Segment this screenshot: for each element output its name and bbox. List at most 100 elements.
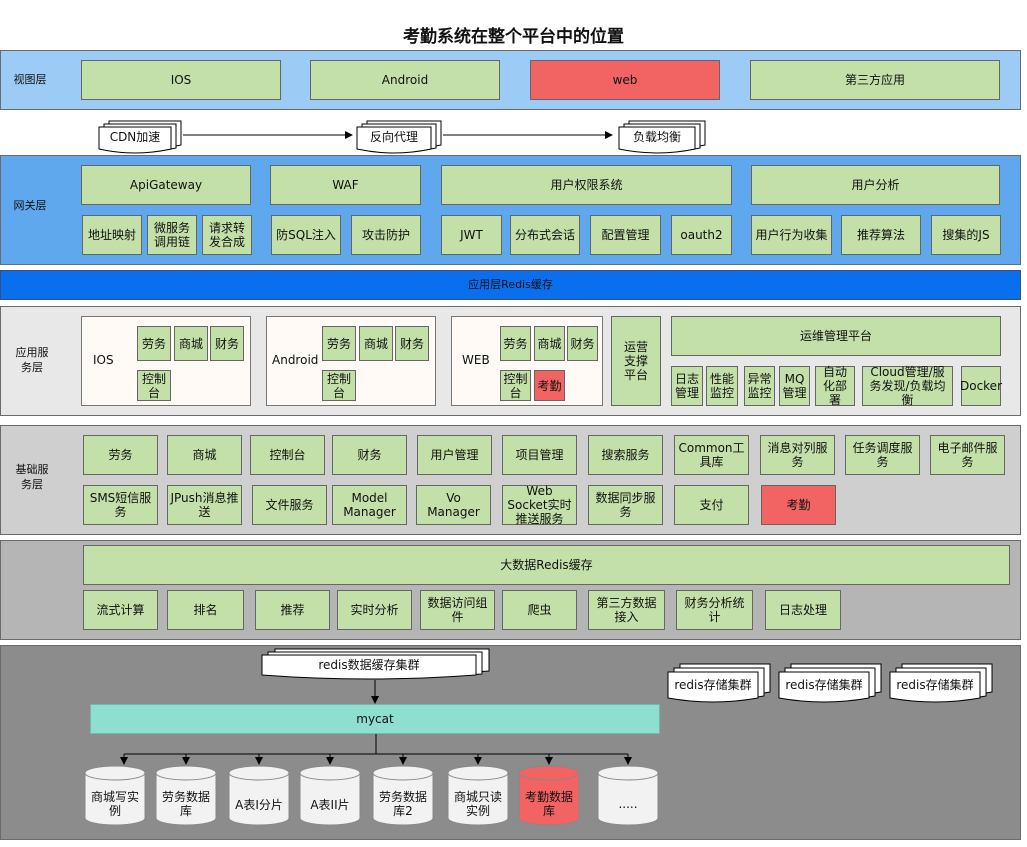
gw-request-forward[interactable]: 请求转发合成 xyxy=(202,215,252,255)
android-module-mall[interactable]: 商城 xyxy=(359,326,393,361)
app-redis-cache-bar[interactable]: 应用层Redis缓存 xyxy=(0,270,1021,300)
redis-storage-cluster-shape-1 xyxy=(667,663,771,703)
bigdata-stream-compute[interactable]: 流式计算 xyxy=(83,590,158,630)
base-search-service[interactable]: 搜索服务 xyxy=(588,435,663,475)
gw-anti-sql[interactable]: 防SQL注入 xyxy=(271,215,341,255)
base-vo-manager[interactable]: Vo Manager xyxy=(416,485,491,525)
ops-log-management[interactable]: 日志管理 xyxy=(671,366,703,406)
gw-recommend-algo[interactable]: 推荐算法 xyxy=(841,215,921,255)
db-table-a-shard-1[interactable]: A表I分片 xyxy=(235,797,283,812)
redis-storage-cluster-1[interactable]: redis存储集群 xyxy=(674,677,752,692)
page-title: 考勤系统在整个平台中的位置 xyxy=(403,27,624,47)
view-ios[interactable]: IOS xyxy=(81,60,281,100)
ops-management-platform[interactable]: 运维管理平台 xyxy=(671,316,1001,356)
base-data-sync[interactable]: 数据同步服务 xyxy=(588,485,663,525)
bigdata-finance-stats[interactable]: 财务分析统计 xyxy=(676,590,753,630)
db-table-a-shard-2[interactable]: A表II片 xyxy=(310,797,350,812)
bigdata-recommend[interactable]: 推荐 xyxy=(255,590,330,630)
base-websocket[interactable]: Web Socket实时推送服务 xyxy=(502,484,577,526)
db-mall-readonly[interactable]: 商城只读实例 xyxy=(453,790,502,818)
redis-storage-cluster-3[interactable]: redis存储集群 xyxy=(896,677,974,692)
gw-config-management[interactable]: 配置管理 xyxy=(590,215,661,255)
app-client-android-name: Android xyxy=(272,353,319,367)
redis-storage-cluster-2[interactable]: redis存储集群 xyxy=(785,677,863,692)
base-task-scheduler[interactable]: 任务调度服务 xyxy=(845,435,920,475)
bigdata-third-party-ingest[interactable]: 第三方数据接入 xyxy=(588,590,665,630)
view-web[interactable]: web xyxy=(530,60,720,100)
gw-auth-system[interactable]: 用户权限系统 xyxy=(441,165,732,205)
bigdata-crawler[interactable]: 爬虫 xyxy=(502,590,577,630)
gw-distributed-session[interactable]: 分布式会话 xyxy=(510,215,580,255)
gw-user-analysis[interactable]: 用户分析 xyxy=(751,165,1000,205)
gateway-layer-label: 网关层 xyxy=(13,199,47,212)
bigdata-realtime-analysis[interactable]: 实时分析 xyxy=(337,590,412,630)
base-jpush[interactable]: JPush消息推送 xyxy=(167,485,242,525)
db-attendance[interactable]: 考勤数据库 xyxy=(524,790,573,818)
base-file-service[interactable]: 文件服务 xyxy=(252,485,327,525)
gw-attack-defense[interactable]: 攻击防护 xyxy=(351,215,421,255)
base-common-lib[interactable]: Common工具库 xyxy=(674,435,749,475)
android-module-labor[interactable]: 劳务 xyxy=(322,326,356,361)
base-sms-service[interactable]: SMS短信服务 xyxy=(83,485,158,525)
gw-oauth2[interactable]: oauth2 xyxy=(671,215,732,255)
base-console[interactable]: 控制台 xyxy=(250,435,325,475)
db-mall-write[interactable]: 商城写实例 xyxy=(90,790,139,818)
base-model-manager[interactable]: Model Manager xyxy=(332,485,407,525)
db-more[interactable]: ..... xyxy=(618,797,638,811)
gw-collected-js[interactable]: 搜集的JS xyxy=(931,215,1001,255)
reverse-proxy-doc[interactable]: 反向代理 xyxy=(369,129,418,144)
gw-address-mapping[interactable]: 地址映射 xyxy=(82,215,142,255)
bigdata-redis-bar[interactable]: 大数据Redis缓存 xyxy=(83,545,1010,585)
ops-performance-monitor[interactable]: 性能监控 xyxy=(706,366,738,406)
gw-apigateway[interactable]: ApiGateway xyxy=(81,165,251,205)
base-labor[interactable]: 劳务 xyxy=(83,435,158,475)
web-module-labor[interactable]: 劳务 xyxy=(500,326,531,361)
redis-storage-cluster-shape-2 xyxy=(778,663,882,703)
redis-storage-cluster-shape-3 xyxy=(889,663,993,703)
ops-support-platform[interactable]: 运营支撑平台 xyxy=(611,316,661,406)
view-third-party[interactable]: 第三方应用 xyxy=(750,60,1000,100)
cdn-doc[interactable]: CDN加速 xyxy=(109,129,161,144)
ios-module-mall[interactable]: 商城 xyxy=(174,326,208,361)
db-cylinder-1 xyxy=(84,765,146,826)
android-module-console[interactable]: 控制台 xyxy=(322,370,356,401)
base-user-management[interactable]: 用户管理 xyxy=(417,435,492,475)
gw-microservice-chain[interactable]: 微服务调用链 xyxy=(147,215,197,255)
web-module-finance[interactable]: 财务 xyxy=(567,326,598,361)
bigdata-ranking[interactable]: 排名 xyxy=(167,590,244,630)
base-payment[interactable]: 支付 xyxy=(674,485,749,525)
base-project-management[interactable]: 项目管理 xyxy=(502,435,577,475)
ios-module-labor[interactable]: 劳务 xyxy=(137,326,171,361)
web-module-attendance[interactable]: 考勤 xyxy=(534,370,565,401)
view-android[interactable]: Android xyxy=(310,60,500,100)
ios-module-console[interactable]: 控制台 xyxy=(137,370,171,401)
ops-docker[interactable]: Docker xyxy=(960,366,1002,406)
gw-jwt[interactable]: JWT xyxy=(441,215,502,255)
db-labor-2[interactable]: 劳务数据库2 xyxy=(378,790,427,818)
android-module-finance[interactable]: 财务 xyxy=(395,326,429,361)
web-module-mall[interactable]: 商城 xyxy=(534,326,565,361)
base-attendance[interactable]: 考勤 xyxy=(761,485,836,525)
base-email-service[interactable]: 电子邮件服务 xyxy=(930,435,1005,475)
view-layer-label: 视图层 xyxy=(13,73,47,86)
base-message-queue[interactable]: 消息对列服务 xyxy=(760,435,835,475)
bigdata-data-access[interactable]: 数据访问组件 xyxy=(420,590,495,630)
base-mall[interactable]: 商城 xyxy=(167,435,242,475)
gw-waf[interactable]: WAF xyxy=(270,165,421,205)
mycat-middleware[interactable]: mycat xyxy=(90,704,660,734)
ops-exception-monitor[interactable]: 异常监控 xyxy=(744,366,775,406)
web-module-console[interactable]: 控制台 xyxy=(500,370,531,401)
bigdata-log-processing[interactable]: 日志处理 xyxy=(765,590,841,630)
db-cylinder-4 xyxy=(299,765,361,826)
ops-mq-management[interactable]: MQ管理 xyxy=(779,366,810,406)
redis-cache-cluster[interactable]: redis数据缓存集群 xyxy=(318,657,420,672)
ops-auto-deploy[interactable]: 自动化部署 xyxy=(815,365,855,407)
db-labor[interactable]: 劳务数据库 xyxy=(161,790,210,818)
app-service-label-text: 应用服务层 xyxy=(15,346,49,374)
gw-behavior-collect[interactable]: 用户行为收集 xyxy=(751,215,832,255)
ops-cloud-management[interactable]: Cloud管理/服务发现/负载均衡 xyxy=(862,365,953,407)
ios-module-finance[interactable]: 财务 xyxy=(210,326,244,361)
base-finance[interactable]: 财务 xyxy=(332,435,407,475)
load-balance-doc[interactable]: 负载均衡 xyxy=(632,129,681,144)
